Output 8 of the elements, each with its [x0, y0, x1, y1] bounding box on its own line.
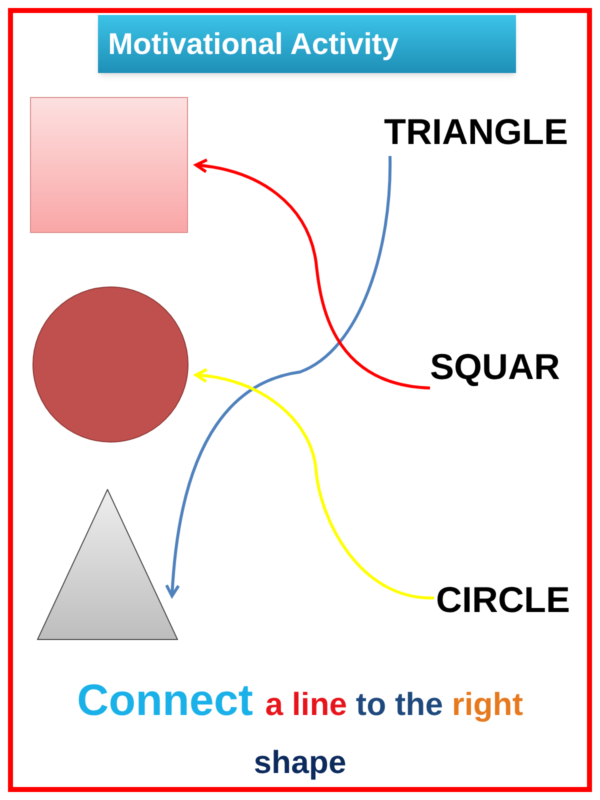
connector-arrow [194, 158, 430, 390]
shape-word: TRIANGLE [384, 110, 569, 154]
shape-word: CIRCLE [436, 578, 571, 622]
shape-word: SQUAR [430, 345, 562, 389]
connector-arrow [194, 368, 434, 600]
connector-arrow [165, 156, 392, 598]
instruction-text: Connect a line to the right shape [76, 675, 524, 782]
title-banner: Motivational Activity [98, 15, 516, 73]
